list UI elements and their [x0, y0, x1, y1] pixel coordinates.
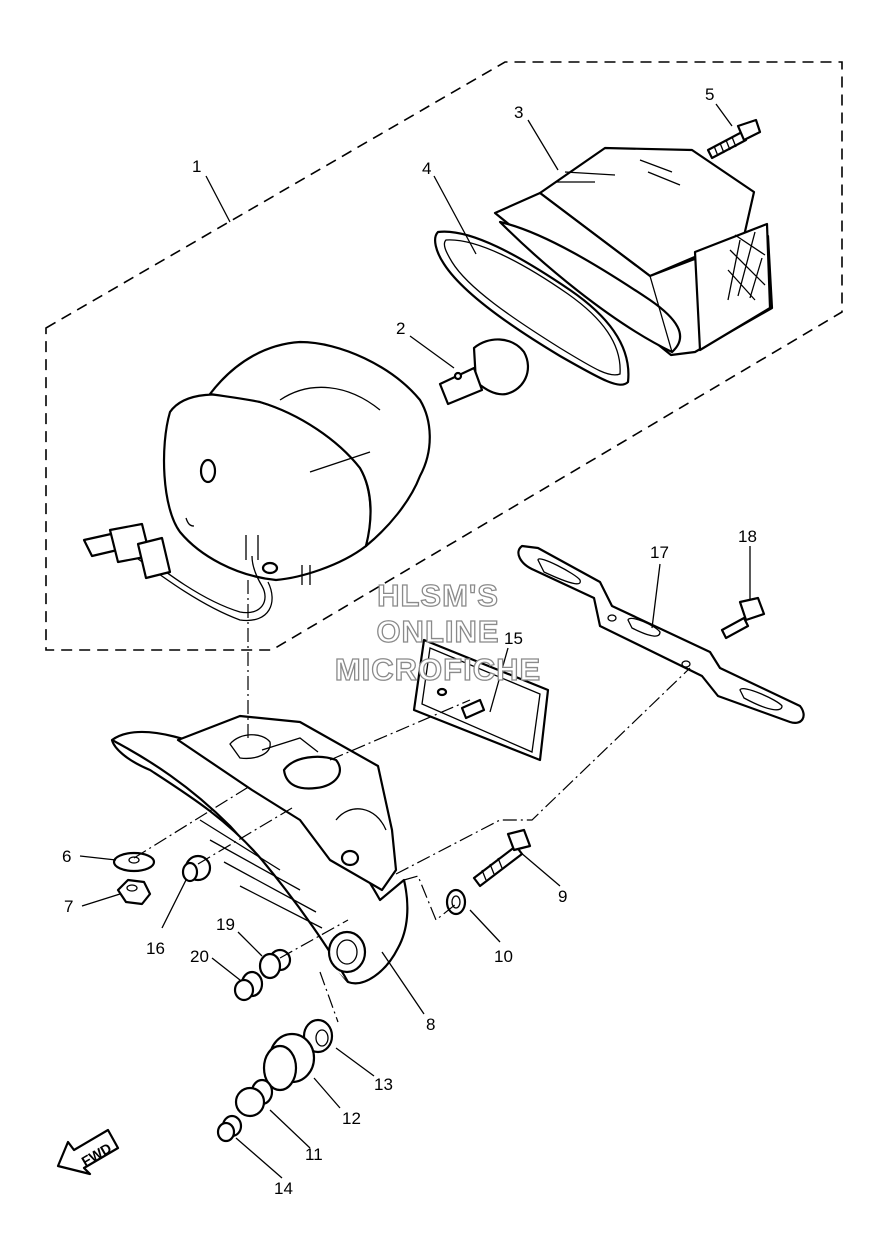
part-3-lens — [493, 146, 774, 357]
part-20-nut — [233, 970, 264, 1002]
callout-7: 7 — [64, 897, 73, 916]
callout-2: 2 — [396, 319, 405, 338]
callout-18: 18 — [738, 527, 757, 546]
callout-3: 3 — [514, 103, 523, 122]
callout-labels: 1 2 3 4 5 6 7 8 9 10 11 12 13 14 15 16 1… — [62, 85, 757, 1198]
part-2-bulb — [438, 338, 530, 406]
taillight-housing — [82, 340, 431, 622]
callout-12: 12 — [342, 1109, 361, 1128]
part-10-nut — [445, 888, 467, 916]
callout-13: 13 — [374, 1075, 393, 1094]
part-4-gasket — [434, 230, 630, 386]
watermark-line-2: ONLINE — [376, 614, 499, 649]
part-16-grommet — [181, 854, 212, 883]
callout-19: 19 — [216, 915, 235, 934]
part-15-plate-light — [412, 638, 550, 762]
callout-9: 9 — [558, 887, 567, 906]
watermark-line-3: MICROFICHE — [335, 652, 541, 687]
callout-8: 8 — [426, 1015, 435, 1034]
part-18-bolt — [720, 596, 766, 640]
callout-16: 16 — [146, 939, 165, 958]
part-11-collar — [234, 1078, 274, 1118]
callout-17: 17 — [650, 543, 669, 562]
part-9-bolt — [472, 828, 532, 888]
part-14-nut — [216, 1114, 243, 1143]
callout-20: 20 — [190, 947, 209, 966]
fwd-arrow-icon: FWD — [56, 1128, 120, 1176]
part-12-damper — [262, 1032, 316, 1092]
watermark: HLSM'S ONLINE MICROFICHE — [334, 577, 541, 687]
assembly-boundary — [45, 61, 843, 651]
callout-5: 5 — [705, 85, 714, 104]
part-19-collar — [258, 948, 292, 980]
watermark-line-1: HLSM'S — [377, 578, 499, 613]
part-5-screw — [706, 118, 762, 160]
part-17-plate-bracket — [517, 544, 805, 724]
part-6-washer — [112, 851, 156, 873]
callout-4: 4 — [422, 159, 431, 178]
callout-15: 15 — [504, 629, 523, 648]
callout-6: 6 — [62, 847, 71, 866]
part-7-nut — [116, 878, 152, 906]
callout-14: 14 — [274, 1179, 293, 1198]
callout-10: 10 — [494, 947, 513, 966]
part-8-bracket — [110, 714, 409, 985]
assembly-lines — [133, 580, 691, 1023]
callout-11: 11 — [305, 1145, 323, 1164]
callout-1: 1 — [192, 157, 201, 176]
leader-lines — [79, 103, 751, 1179]
